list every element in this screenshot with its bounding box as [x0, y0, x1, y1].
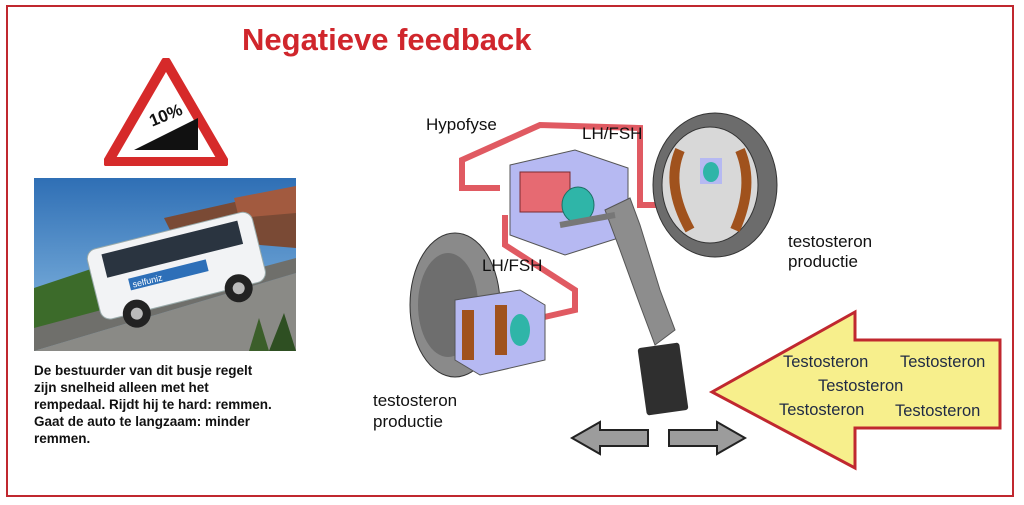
tube-lower — [502, 215, 578, 321]
slide-title: Negatieve feedback — [242, 22, 532, 57]
arrow-left-icon — [569, 420, 649, 456]
caption-line: Gaat de auto te langzaam: minder — [34, 414, 251, 429]
caption-line: zijn snelheid alleen met het — [34, 380, 209, 395]
arrow-right-icon — [668, 420, 748, 456]
arrow-word: Testosteron — [900, 353, 986, 371]
caption-line: remmen. — [34, 431, 91, 446]
label-testosteron-left: testosteron — [373, 391, 458, 410]
arrow-word: Testosteron — [783, 353, 869, 371]
caption-line: De bestuurder van dit busje regelt — [34, 363, 253, 378]
drum-brake-right — [652, 112, 778, 258]
brake-pedal — [559, 197, 689, 416]
minibus-on-slope-photo: selfuniz — [34, 178, 296, 351]
label-testosteron-right: testosteron — [788, 232, 873, 251]
caption-line: rempedaal. Rijdt hij te hard: remmen. — [34, 397, 272, 412]
arrow-word: Testosteron — [895, 402, 981, 420]
arrow-word: Testosteron — [818, 377, 904, 395]
label-productie-right: productie — [788, 252, 858, 271]
arrow-word: Testosteron — [779, 401, 865, 419]
label-hypofyse: Hypofyse — [426, 115, 497, 134]
master-cylinder — [509, 149, 629, 256]
disc-brake-left — [409, 232, 546, 378]
slide-frame — [6, 5, 1014, 497]
label-lhfsh-bottom: LH/FSH — [482, 256, 543, 275]
label-productie-left: productie — [373, 412, 443, 431]
testosterone-feedback-arrow-icon — [708, 309, 1002, 471]
steep-hill-warning-icon: 10% — [104, 58, 228, 166]
tube-upper — [459, 121, 690, 208]
label-lhfsh-top: LH/FSH — [582, 124, 643, 143]
caption: De bestuurder van dit busje regelt zijn … — [34, 362, 296, 447]
brake-system-diagram — [409, 112, 1002, 471]
